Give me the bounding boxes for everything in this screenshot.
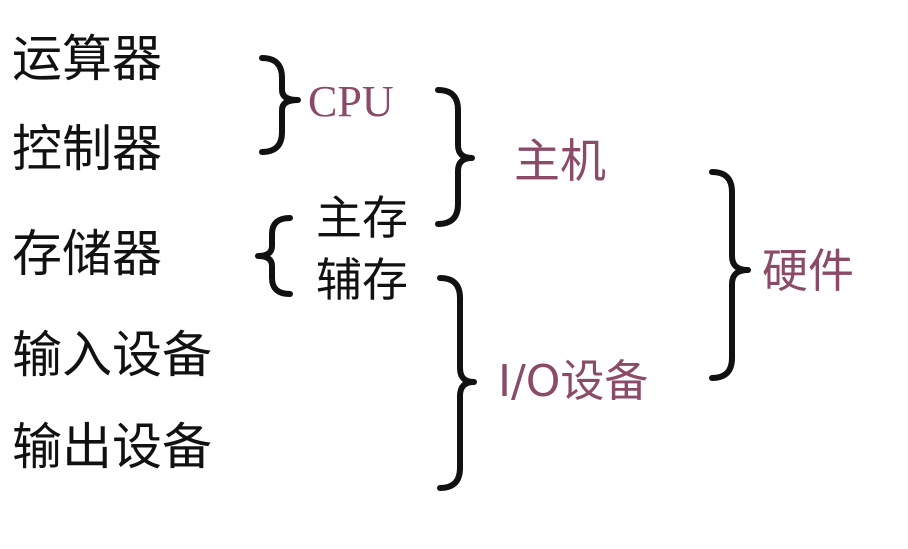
hardware-label: 硬件 (762, 244, 854, 298)
host-brace (435, 87, 475, 227)
output-device-label: 输出设备 (12, 418, 212, 476)
control-unit-label: 控制器 (12, 120, 162, 178)
storage-brace (255, 215, 293, 297)
input-device-label: 输入设备 (12, 326, 212, 384)
cpu-label: CPU (308, 77, 394, 126)
storage-label: 存储器 (12, 225, 162, 283)
secondary-storage-label: 辅存 (316, 253, 408, 307)
alu-label: 运算器 (12, 30, 162, 88)
cpu-brace (259, 55, 301, 155)
main-memory-label: 主存 (316, 191, 408, 245)
hardware-brace (709, 169, 751, 381)
host-label: 主机 (514, 134, 606, 188)
io-devices-label: I/O设备 (498, 356, 649, 407)
io-brace (437, 275, 477, 491)
